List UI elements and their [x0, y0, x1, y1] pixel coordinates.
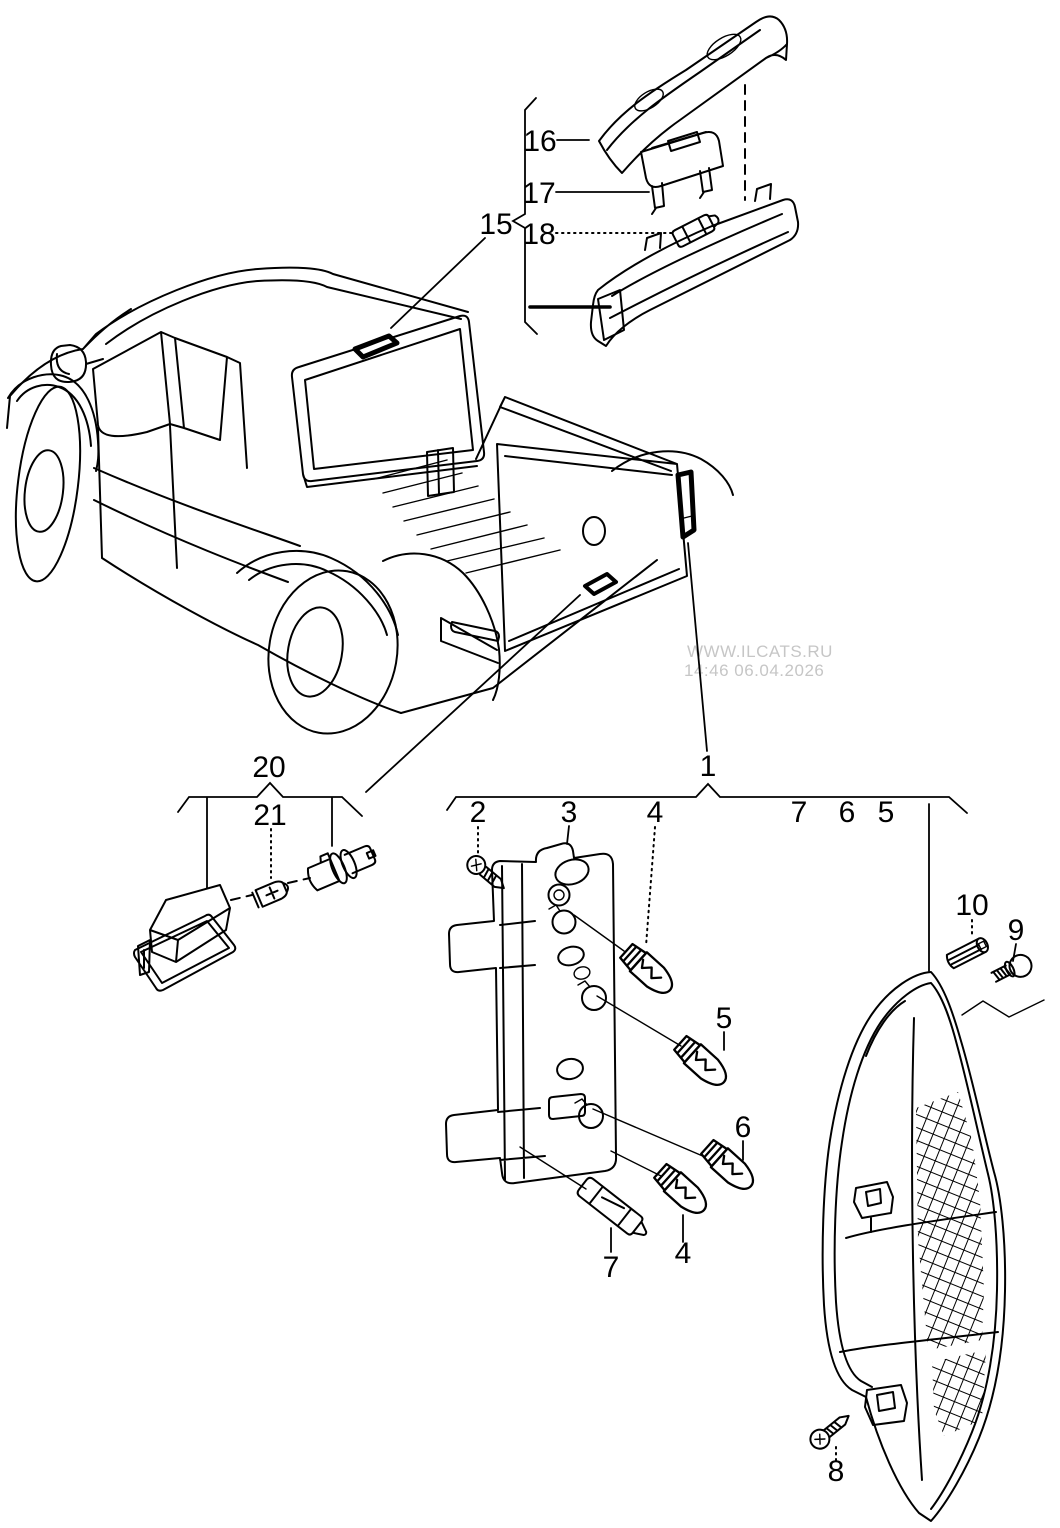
- callout-5[interactable]: 5: [878, 796, 895, 829]
- bulb-socket-20: [306, 844, 377, 892]
- lens-mount-leader: [961, 999, 1045, 1018]
- license-light-housing: [133, 884, 237, 992]
- leader-4: [645, 826, 656, 947]
- carrier-hole-mid: [556, 1057, 584, 1081]
- bulb-carrier-3: [445, 842, 618, 1185]
- callout-15[interactable]: 15: [479, 208, 512, 241]
- bulb-4-bottom: [650, 1160, 714, 1221]
- callout-10[interactable]: 10: [955, 889, 988, 922]
- tail-light-marker-notch: [679, 515, 693, 520]
- leader-9: [1012, 943, 1017, 962]
- watermark-line2: 14:46 06.04.2026: [684, 661, 824, 680]
- carrier-window-small: [573, 966, 591, 980]
- callout-5-inline[interactable]: 5: [716, 1002, 733, 1035]
- front-rim: [23, 449, 65, 533]
- carrier-socket-tabs: [548, 904, 591, 1106]
- watermark-line1: WWW.ILCATS.RU: [687, 642, 833, 661]
- callout-6-inline[interactable]: 6: [735, 1111, 752, 1144]
- callout-3[interactable]: 3: [561, 796, 578, 829]
- wedge-bulb-21: [251, 880, 289, 909]
- callout-6[interactable]: 6: [839, 796, 856, 829]
- bulb-6: [697, 1136, 761, 1197]
- socket-to-bulb-leaders: [519, 914, 706, 1190]
- rear-tire: [267, 569, 399, 735]
- truck-bed-ribs: [373, 459, 561, 574]
- callout-4-inline[interactable]: 4: [675, 1237, 692, 1270]
- license-light-marker: [583, 572, 618, 596]
- callout-9[interactable]: 9: [1008, 914, 1025, 947]
- callout-17[interactable]: 17: [522, 177, 555, 210]
- truck-illustration: [6, 266, 734, 735]
- high-mount-light-marker: [352, 333, 400, 360]
- cover-cutout-2: [634, 88, 664, 112]
- callout-7[interactable]: 7: [791, 796, 808, 829]
- front-tire: [14, 385, 82, 583]
- callout-1[interactable]: 1: [700, 750, 717, 783]
- bracket-20: [177, 781, 363, 817]
- lens-socket-block: [864, 1384, 908, 1426]
- tail-light-group: 1 2 3 4 7 6 5 5 6 4 7 10 9 8: [445, 542, 1045, 1522]
- lens-hatch-lower: [932, 1350, 986, 1436]
- callout-18[interactable]: 18: [522, 218, 555, 251]
- callout-4[interactable]: 4: [647, 796, 664, 829]
- bracket-15: [511, 97, 538, 335]
- assembly-axis-dash: [230, 877, 311, 901]
- brake-light-housing: [589, 183, 800, 347]
- truck-cab-outline: [6, 266, 469, 714]
- lens-hatch-upper: [916, 1092, 984, 1350]
- callout-2[interactable]: 2: [470, 796, 487, 829]
- festoon-bulb-18: [671, 213, 720, 248]
- carrier-hole-top: [554, 858, 590, 886]
- carrier-slot: [548, 1093, 586, 1120]
- carrier-ring: [547, 883, 571, 907]
- leader-1-to-truck: [687, 542, 708, 752]
- truck-wheel-arches: [7, 373, 501, 701]
- callout-21[interactable]: 21: [253, 799, 286, 832]
- callout-7-inline[interactable]: 7: [603, 1251, 620, 1284]
- tail-light-lens: [821, 971, 1007, 1522]
- tailgate-emblem: [582, 516, 606, 546]
- carrier-window: [557, 945, 585, 967]
- carrier-ring-inner: [553, 889, 565, 901]
- truck-bed-outline: [290, 314, 734, 714]
- high-mount-brake-light-group: 15 16 17 18: [390, 15, 800, 347]
- leader-15-to-truck: [390, 237, 486, 329]
- bracket-1: [446, 782, 968, 814]
- spacer-sleeve-10: [945, 937, 989, 970]
- bulb-4-top: [616, 940, 680, 1001]
- leader-3: [566, 825, 570, 845]
- callout-8[interactable]: 8: [828, 1455, 845, 1488]
- brake-light-unit: [640, 131, 724, 215]
- carrier-socket-c: [578, 1103, 604, 1129]
- festoon-bulb-7: [576, 1176, 648, 1236]
- screw-2: [466, 855, 505, 890]
- tail-light-marker: [675, 469, 697, 540]
- license-plate-light-group: 20 21: [133, 594, 581, 992]
- leader-20-to-truck: [365, 594, 581, 793]
- lens-clip-block: [853, 1181, 894, 1233]
- ball-screw-9: [990, 953, 1033, 983]
- carrier-socket-b: [581, 985, 607, 1011]
- carrier-socket-a: [551, 909, 577, 935]
- screw-8: [809, 1414, 850, 1450]
- callout-20[interactable]: 20: [252, 751, 285, 784]
- callout-16[interactable]: 16: [523, 125, 556, 158]
- brake-light-cover: [598, 15, 789, 174]
- cover-cutout-1: [706, 33, 742, 61]
- rear-rim: [286, 606, 344, 698]
